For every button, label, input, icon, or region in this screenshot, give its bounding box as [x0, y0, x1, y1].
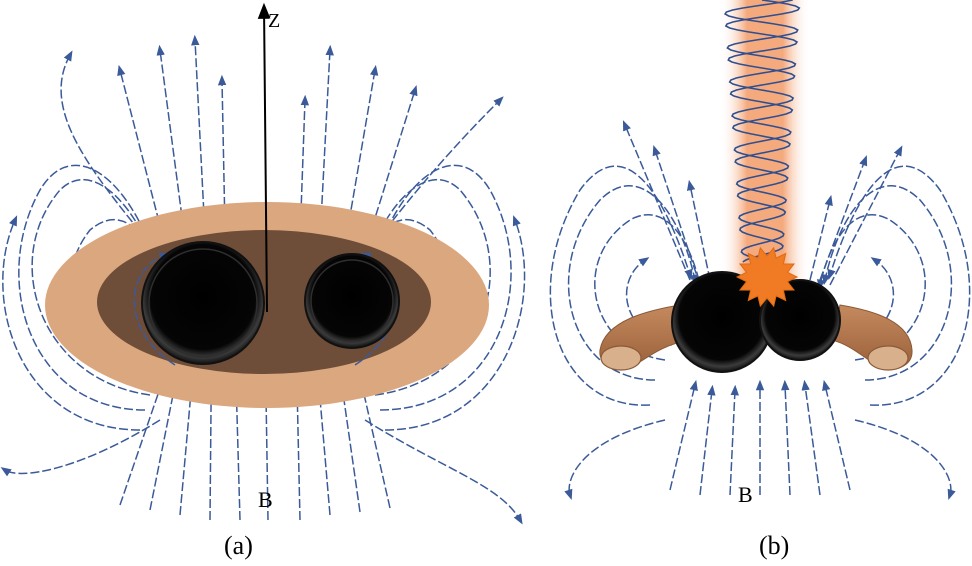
black-hole-icon	[759, 279, 841, 361]
flare-icon	[735, 246, 799, 308]
caption-b: (b)	[759, 531, 789, 560]
black-hole-icon	[141, 241, 265, 365]
field-label-a: B	[258, 487, 273, 512]
torus-icon	[831, 304, 913, 371]
jet-helix-icon	[723, 0, 801, 263]
torus-icon	[599, 304, 691, 371]
z-axis	[257, 2, 271, 313]
panel-a: Z B (a)	[0, 2, 526, 560]
caption-a: (a)	[224, 531, 253, 560]
field-lines-b	[549, 120, 971, 500]
black-hole-icon	[304, 253, 400, 349]
field-label-b: B	[738, 482, 753, 507]
panel-b: B (b)	[549, 0, 971, 560]
z-axis-label: Z	[268, 10, 280, 32]
jet-glow	[720, 0, 810, 285]
